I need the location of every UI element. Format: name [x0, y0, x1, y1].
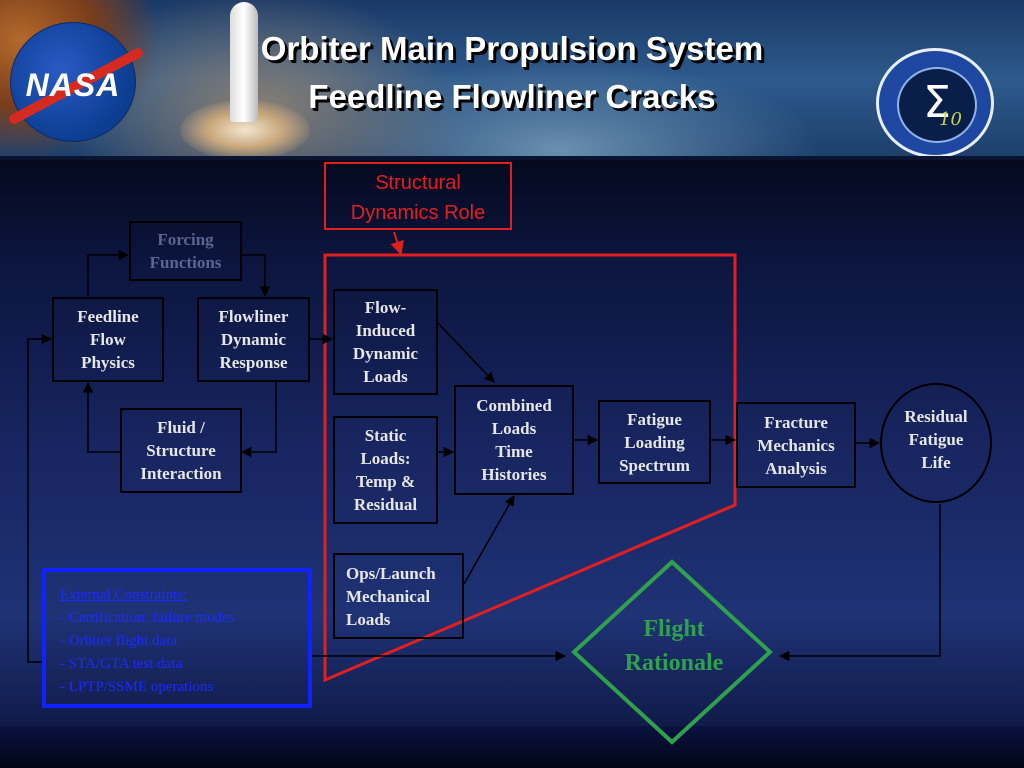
header-banner: NASA Σ 10 Orbiter Main Propulsion System…	[0, 0, 1024, 160]
combined-loads-time-histories-box: Combined Loads Time Histories	[454, 385, 574, 495]
residual-fatigue-life-node: Residual Fatigue Life	[880, 383, 992, 503]
title-line-2: Feedline Flowliner Cracks	[308, 78, 716, 115]
footer-bar	[0, 726, 1024, 768]
arrow-feedline-to-forcing	[87, 249, 130, 296]
fracture-mechanics-analysis-box: Fracture Mechanics Analysis	[736, 402, 856, 488]
arrow-flowliner-to-fsi	[240, 382, 277, 458]
constraint-item: - Certification: failure modes	[60, 610, 235, 626]
flight-rationale-label: Flight Rationale	[624, 616, 724, 676]
feedline-flow-physics-box: Feedline Flow Physics	[52, 297, 164, 382]
nasa-logo-wordmark: NASA	[25, 67, 121, 103]
ops-launch-mechanical-loads-box: Ops/Launch Mechanical Loads	[333, 553, 464, 639]
shuttle-image	[230, 2, 258, 122]
fatigue-loading-spectrum-box: Fatigue Loading Spectrum	[598, 400, 711, 484]
flowliner-dynamic-response-box: Flowliner Dynamic Response	[197, 297, 310, 382]
arrow-forcing-to-flowliner	[242, 254, 271, 298]
arrow-constraints-to-feedline	[27, 333, 53, 663]
title-line-1: Orbiter Main Propulsion System	[260, 30, 764, 67]
constraint-item: - Orbiter flight data	[60, 633, 178, 649]
flow-induced-dynamic-loads-box: Flow- Induced Dynamic Loads	[333, 289, 438, 395]
fluid-structure-interaction-box: Fluid / Structure Interaction	[120, 408, 242, 493]
role-pointer-arrow	[390, 231, 404, 256]
arrow-flow-induced-to-combined	[437, 322, 495, 383]
external-constraints-heading: External Constraints:	[60, 587, 188, 603]
static-loads-box: Static Loads: Temp & Residual	[333, 416, 438, 524]
constraint-item: - LPTP/SSME operations	[60, 679, 214, 695]
nesc-logo-inner: Σ 10	[897, 67, 977, 143]
nesc-logo-number: 10	[939, 109, 962, 130]
flight-rationale-diamond	[571, 559, 773, 745]
arrow-residual-to-rationale	[778, 504, 941, 662]
sigma-symbol: Σ	[923, 77, 951, 128]
forcing-functions-box: Forcing Functions	[129, 221, 242, 281]
external-constraints-box: External Constraints: - Certification: f…	[42, 568, 312, 708]
constraint-item: - STA/GTA test data	[60, 656, 183, 672]
nesc-logo: Σ 10	[876, 48, 994, 158]
diagram-background	[0, 160, 1024, 768]
structural-dynamics-role-label: Structural Dynamics Role	[324, 162, 512, 230]
nasa-logo: NASA	[7, 22, 145, 142]
arrow-ops-to-combined	[463, 495, 515, 585]
arrow-fsi-to-feedline	[82, 381, 120, 453]
structural-dynamics-region	[323, 253, 737, 683]
